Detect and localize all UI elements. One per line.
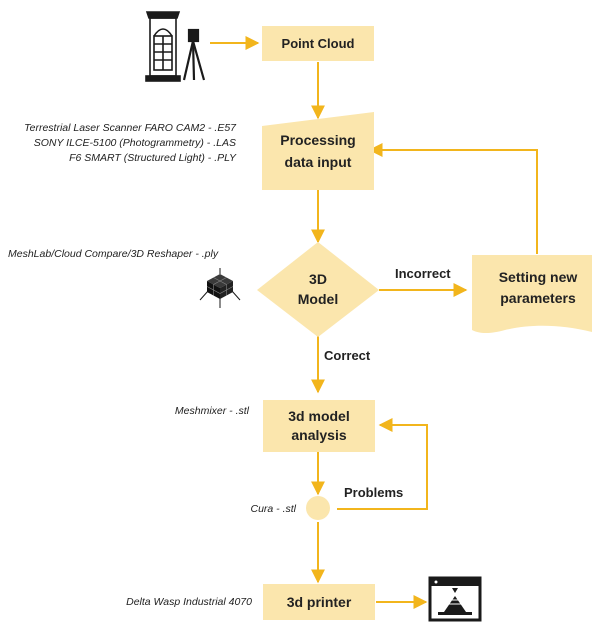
model-label-line2: Model: [298, 291, 338, 307]
edge-label-incorrect: Incorrect: [395, 266, 451, 281]
analysis-label-line2: analysis: [291, 427, 346, 443]
input-source-1: Terrestrial Laser Scanner FARO CAM2 - .E…: [24, 122, 237, 134]
tripod-scanner-icon: [182, 28, 206, 81]
printer-model-note: Delta Wasp Industrial 4070: [126, 596, 252, 608]
edge-label-problems: Problems: [344, 485, 403, 500]
printer-label: 3d printer: [287, 594, 352, 610]
model-label-line1: 3D: [309, 271, 327, 287]
model-decision-diamond: [257, 242, 379, 337]
processing-data-input-shape: [262, 112, 374, 190]
processing-label-line1: Processing: [280, 132, 355, 148]
arrow-setting-to-processing: [368, 143, 538, 254]
setting-label-line1: Setting new: [499, 269, 578, 285]
3d-printer-icon: [428, 576, 482, 622]
processing-label-line2: data input: [285, 154, 352, 170]
slicer-connector-circle: [306, 496, 330, 520]
point-cloud-label: Point Cloud: [282, 36, 355, 51]
printer-box: [263, 584, 375, 620]
arrow-problems-loop: [337, 418, 428, 510]
input-source-2: SONY ILCE-5100 (Photogrammetry) - .LAS: [34, 137, 236, 149]
point-cloud-box: [262, 26, 374, 61]
setting-label-line2: parameters: [500, 290, 576, 306]
slicer-note: Cura - .stl: [250, 503, 296, 515]
analysis-box: [263, 400, 375, 452]
edge-label-correct: Correct: [324, 348, 371, 363]
model-tools-note: MeshLab/Cloud Compare/3D Reshaper - .ply: [8, 248, 219, 260]
input-source-3: F6 SMART (Structured Light) - .PLY: [69, 152, 237, 164]
building-window-icon: [145, 11, 181, 82]
analysis-tool-note: Meshmixer - .stl: [175, 405, 250, 417]
setting-parameters-document-shape: [472, 255, 592, 333]
analysis-label-line1: 3d model: [288, 408, 349, 424]
3d-cube-icon: [199, 268, 241, 308]
